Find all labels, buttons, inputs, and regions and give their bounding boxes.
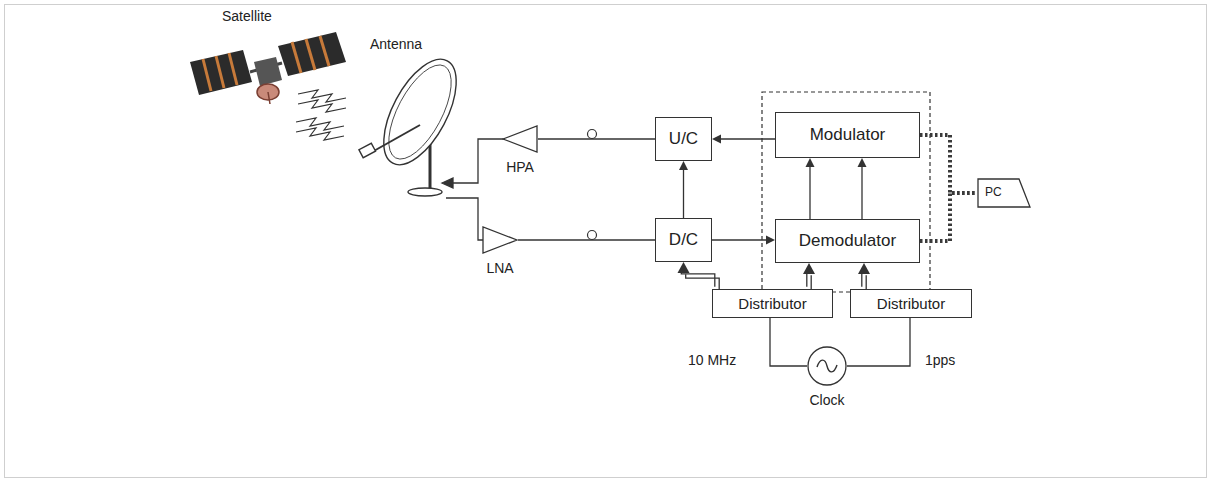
rf-wires [442,139,505,240]
amplifier-symbol: HPA [498,125,542,175]
signal-line [806,158,815,219]
signal-line [538,139,655,140]
amplifier-triangle [502,125,538,153]
amplifier-triangle [482,226,518,254]
reference-signal-line [678,262,720,291]
signal-line [712,135,775,144]
terminal-shape: PC [977,178,1031,208]
clock-symbol: Clock [797,346,857,408]
signal-line [679,161,688,218]
signal-label: 1pps [925,352,955,368]
node-label: Modulator [810,125,886,145]
node-label: Demodulator [799,231,896,251]
node-label: Clock [809,392,844,408]
modem-enclosure [762,92,930,292]
antenna-label: Antenna [370,36,422,52]
reference-signal-line [858,263,870,291]
node-label: HPA [506,159,534,175]
node-label: Distributor [738,295,806,312]
signal-line [518,240,655,241]
distributor-box: Distributor [712,289,833,318]
clock-circle [807,346,847,386]
satellite-illustration [190,32,346,104]
node-label: LNA [486,260,513,276]
node-label: D/C [669,230,698,250]
figure-frame [4,4,1207,478]
distributor-box: Distributor [850,289,972,318]
cable-loop [588,130,597,139]
signal-line [847,318,910,366]
amplifier-symbol: LNA [478,226,522,276]
process-box: Modulator [775,112,920,158]
process-box: D/C [655,218,712,262]
node-label: PC [985,186,1002,200]
process-box: Demodulator [775,219,920,263]
cable-loop [588,231,597,240]
radio-waves [296,90,346,140]
signal-line [712,236,775,245]
node-label: Distributor [877,295,945,312]
node-label: U/C [669,129,698,149]
signal-line [858,158,867,219]
satellite-label: Satellite [222,8,272,24]
reference-signal-line [803,263,815,291]
process-box: U/C [655,117,712,161]
antenna-illustration [359,48,471,196]
signal-label: 10 MHz [688,352,736,368]
data-link [920,135,977,193]
signal-line [770,318,807,366]
data-link [920,193,977,241]
